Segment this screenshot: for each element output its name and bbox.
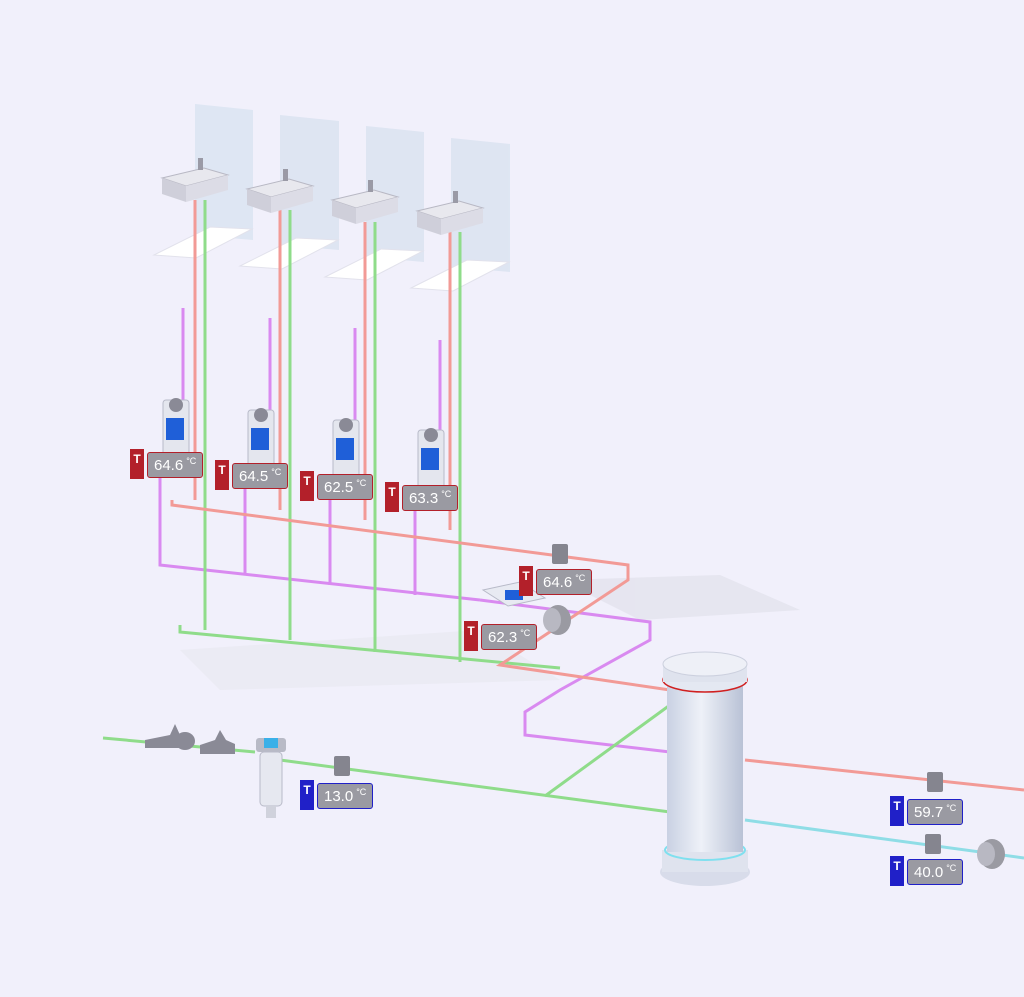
sensor-value-box: 64.6°C [536, 569, 593, 595]
sensor-value: 64.6 [154, 456, 184, 474]
sensor-value-box: 64.6°C [147, 452, 204, 478]
temp-sensor-riser-4[interactable]: T 63.3°C [385, 482, 459, 512]
wall-panels [195, 104, 510, 272]
filter-icon [256, 738, 286, 818]
pump-icon [543, 605, 571, 635]
sensor-unit: °C [520, 628, 531, 638]
sensor-box-icon [334, 756, 350, 776]
sensor-unit: °C [271, 467, 282, 477]
inlet-components [145, 724, 350, 818]
sensor-value: 64.5 [239, 467, 269, 485]
sensor-value: 13.0 [324, 787, 354, 805]
sensor-box-icon [927, 772, 943, 792]
temp-sensor-return-main[interactable]: T 62.3°C [464, 621, 538, 651]
sensor-value: 59.7 [914, 803, 944, 821]
sensor-type-label: T [464, 621, 478, 651]
sensor-value-box: 13.0°C [317, 783, 374, 809]
pump-icon [977, 839, 1005, 869]
sensor-value-box: 59.7°C [907, 799, 964, 825]
sensor-type-label: T [890, 796, 904, 826]
sensor-unit: °C [186, 456, 197, 466]
valve-icon [200, 730, 235, 754]
sinks [160, 158, 485, 235]
sensor-type-label: T [300, 471, 314, 501]
sensor-value: 64.6 [543, 573, 573, 591]
sensor-value-box: 40.0°C [907, 859, 964, 885]
valve-icon [417, 428, 445, 503]
sensor-type-label: T [130, 449, 144, 479]
sensor-unit: °C [575, 573, 586, 583]
sensor-box-icon [925, 834, 941, 854]
sensor-value-box: 64.5°C [232, 463, 289, 489]
sensor-type-label: T [890, 856, 904, 886]
temp-sensor-cold-inlet[interactable]: T 13.0°C [300, 780, 374, 810]
sensor-type-label: T [385, 482, 399, 512]
sensor-type-label: T [519, 566, 533, 596]
sensor-unit: °C [946, 863, 957, 873]
temp-sensor-supply-main[interactable]: T 64.6°C [519, 566, 593, 596]
sink-icon [330, 180, 400, 224]
water-heater-icon [660, 651, 750, 886]
circulation-unit [481, 544, 571, 635]
sensor-unit: °C [441, 489, 452, 499]
sensor-value: 62.3 [488, 628, 518, 646]
sensor-value: 63.3 [409, 489, 439, 507]
water-meter-icon [175, 732, 195, 750]
sensor-type-label: T [215, 460, 229, 490]
valve-icon [481, 581, 547, 607]
temp-sensor-riser-1[interactable]: T 64.6°C [130, 449, 204, 479]
sensor-value-box: 62.5°C [317, 474, 374, 500]
sensor-value: 62.5 [324, 478, 354, 496]
sensor-unit: °C [946, 803, 957, 813]
temp-sensor-heater-out[interactable]: T 59.7°C [890, 796, 964, 826]
sensor-value: 40.0 [914, 863, 944, 881]
sensor-value-box: 62.3°C [481, 624, 538, 650]
sensor-value-box: 63.3°C [402, 485, 459, 511]
sensor-unit: °C [356, 787, 367, 797]
sensor-unit: °C [356, 478, 367, 488]
sink-icon [160, 158, 230, 202]
outlet-devices [925, 772, 1005, 869]
temp-sensor-riser-2[interactable]: T 64.5°C [215, 460, 289, 490]
sink-icon [245, 169, 315, 213]
sensor-box-icon [552, 544, 568, 564]
hot-pipes [170, 200, 1024, 792]
temp-sensor-riser-3[interactable]: T 62.5°C [300, 471, 374, 501]
temp-sensor-heater-return[interactable]: T 40.0°C [890, 856, 964, 886]
sensor-type-label: T [300, 780, 314, 810]
sink-icon [415, 191, 485, 235]
